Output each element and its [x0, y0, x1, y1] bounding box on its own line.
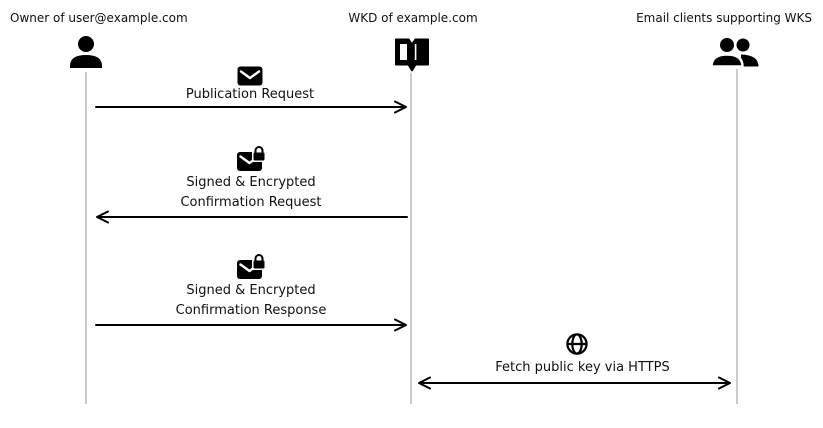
arrow-right — [95, 318, 407, 332]
arrow-right — [95, 100, 407, 114]
lifeline-owner — [85, 72, 87, 404]
actor-label-wkd: WKD of example.com — [348, 11, 478, 25]
person-icon — [70, 36, 102, 68]
globe-icon — [566, 333, 588, 355]
open-book-icon — [395, 38, 429, 72]
actor-label-owner: Owner of user@example.com — [10, 11, 188, 25]
people-icon — [711, 38, 759, 67]
message-label: Signed & Encrypted Confirmation Request — [180, 175, 322, 210]
arrow-left — [96, 210, 408, 224]
message-label: Signed & Encrypted Confirmation Response — [175, 283, 327, 318]
envelope-icon — [237, 66, 263, 86]
lifeline-wkd — [410, 73, 412, 404]
message-label: Fetch public key via HTTPS — [495, 360, 670, 375]
arrow-both — [418, 376, 731, 390]
actor-label-clients: Email clients supporting WKS — [636, 11, 812, 25]
envelope-lock-icon — [237, 145, 266, 171]
lifeline-clients — [736, 69, 738, 404]
message-label: Publication Request — [185, 87, 315, 102]
envelope-lock-icon — [237, 253, 266, 279]
